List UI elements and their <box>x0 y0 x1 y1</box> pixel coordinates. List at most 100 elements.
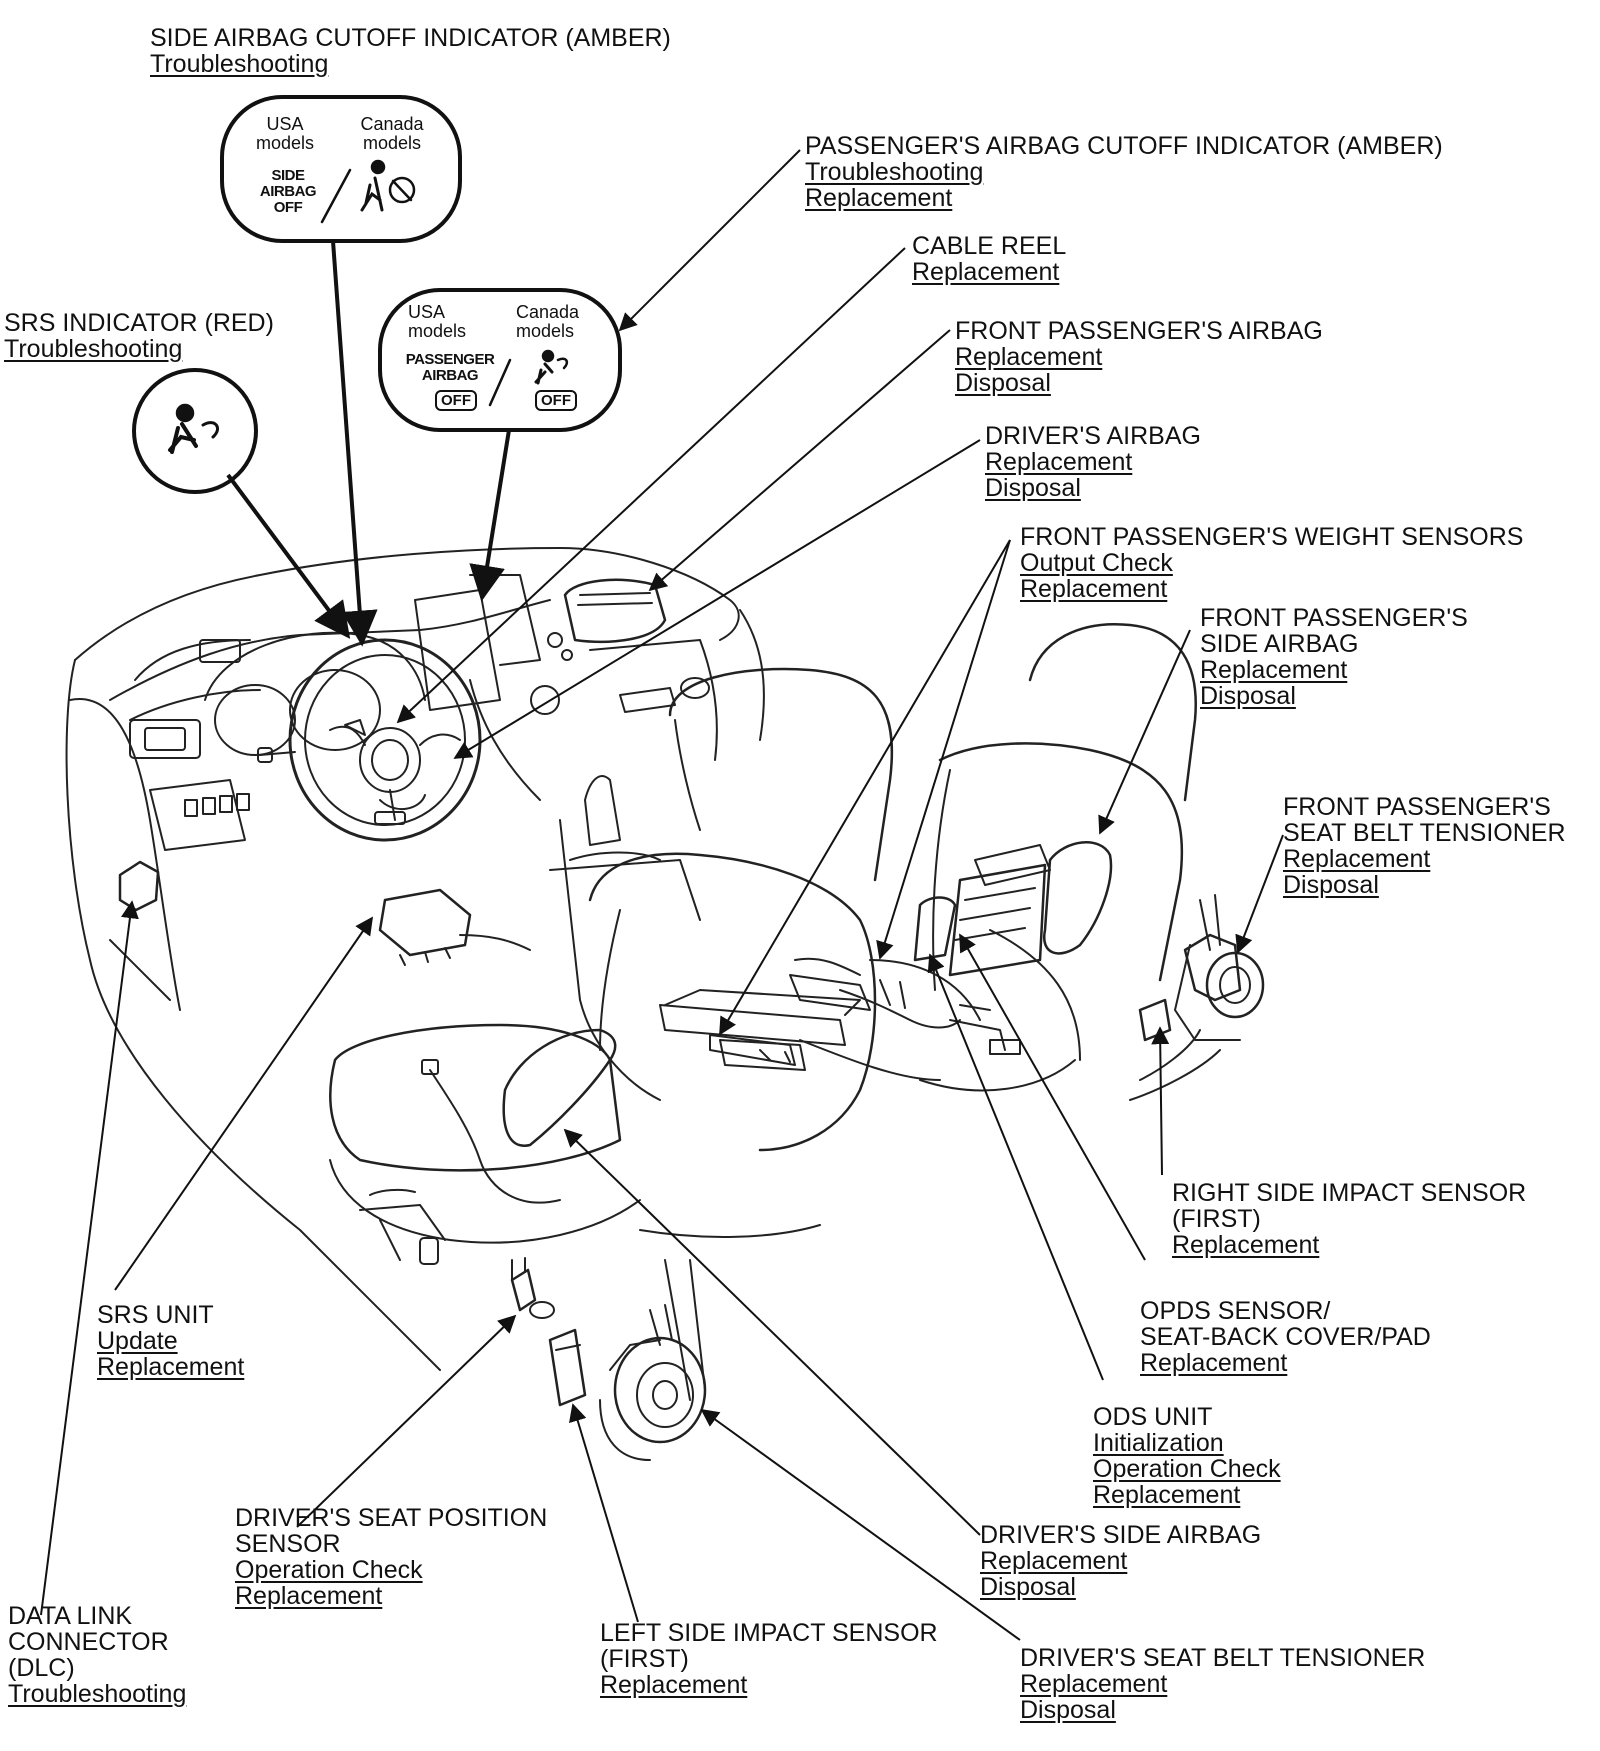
leader-drivers-tensioner <box>700 1408 1021 1641</box>
right-side-impact-sensor-link[interactable]: Replacement <box>1172 1231 1320 1259</box>
data-link-connector-title: DATA LINK <box>8 1602 133 1630</box>
front-passenger-side-airbag-title: SIDE AIRBAG <box>1200 630 1359 658</box>
side-airbag-canada-heading: Canada models <box>360 114 424 153</box>
front-passenger-seat-belt-tensioner-title: FRONT PASSENGER'S <box>1283 793 1551 821</box>
drivers-seat-position-sensor-link[interactable]: Replacement <box>235 1582 383 1610</box>
leader-lines <box>40 149 1284 1641</box>
data-link-connector-title: (DLC) <box>8 1654 75 1682</box>
front-passenger-weight-sensors-title: FRONT PASSENGER'S WEIGHT SENSORS <box>1020 523 1524 551</box>
front-passenger-airbag-link[interactable]: Disposal <box>955 369 1051 397</box>
passenger-airbag-usa-heading: USA models <box>408 302 467 341</box>
side-airbag-cutoff-indicator-link[interactable]: Troubleshooting <box>150 50 329 78</box>
right-side-impact-sensor-title: (FIRST) <box>1172 1205 1261 1233</box>
front-passenger-weight-sensors-link[interactable]: Output Check <box>1020 549 1173 577</box>
indicator-glyphs <box>168 159 569 454</box>
leader-drivers-airbag <box>453 439 981 759</box>
leader-ods-unit <box>927 953 1104 1381</box>
passenger-airbag-cutoff-indicator-title: PASSENGER'S AIRBAG CUTOFF INDICATOR (AMB… <box>805 132 1443 160</box>
srs-unit-title: SRS UNIT <box>97 1301 214 1329</box>
front-passenger-airbag-title: FRONT PASSENGER'S AIRBAG <box>955 317 1323 345</box>
separator-slash <box>320 168 352 224</box>
drivers-side-airbag-link[interactable]: Replacement <box>980 1547 1128 1575</box>
side-airbag-usa-heading: USA models <box>255 114 315 153</box>
interior-line-art <box>65 547 1265 1461</box>
drivers-seat-position-sensor-title: DRIVER'S SEAT POSITION <box>235 1504 548 1532</box>
front-passenger-seat-belt-tensioner-link[interactable]: Disposal <box>1283 871 1379 899</box>
drivers-airbag-title: DRIVER'S AIRBAG <box>985 422 1201 450</box>
leader-srs-indicator <box>226 473 351 639</box>
front-passenger-side-airbag-link[interactable]: Disposal <box>1200 682 1296 710</box>
leader-front-passenger-airbag <box>648 329 951 592</box>
ods-unit-link[interactable]: Replacement <box>1093 1481 1241 1509</box>
front-passenger-seat-belt-tensioner-title: SEAT BELT TENSIONER <box>1283 819 1566 847</box>
srs-unit-link[interactable]: Update <box>97 1327 178 1355</box>
indicator-callouts <box>132 95 622 494</box>
leader-dlc <box>40 900 139 1616</box>
label-left-side-impact-sensor: LEFT SIDE IMPACT SENSOR(FIRST)Replacemen… <box>600 1620 938 1698</box>
label-side-airbag-cutoff-indicator: SIDE AIRBAG CUTOFF INDICATOR (AMBER)Trou… <box>150 25 671 77</box>
left-side-impact-sensor-title: LEFT SIDE IMPACT SENSOR <box>600 1619 938 1647</box>
ods-unit-link[interactable]: Operation Check <box>1093 1455 1281 1483</box>
leader-cable-reel <box>396 247 906 724</box>
leader-weight-sensor-b <box>876 539 1011 960</box>
drivers-airbag-link[interactable]: Replacement <box>985 448 1133 476</box>
drivers-seat-position-sensor-link[interactable]: Operation Check <box>235 1556 423 1584</box>
cable-reel-link[interactable]: Replacement <box>912 258 1060 286</box>
leader-seat-position-sensor <box>296 1314 517 1528</box>
side-airbag-off-text: SIDE AIRBAG OFF <box>259 167 317 216</box>
ods-unit-link[interactable]: Initialization <box>1093 1429 1224 1457</box>
passenger-airbag-usa-off: OFF <box>426 390 486 411</box>
passenger-airbag-cutoff-indicator-link[interactable]: Replacement <box>805 184 953 212</box>
leader-srs-unit <box>114 916 374 1291</box>
passenger-airbag-canada-off: OFF <box>526 390 586 411</box>
ods-unit-title: ODS UNIT <box>1093 1403 1213 1431</box>
drivers-seat-belt-tensioner-link[interactable]: Replacement <box>1020 1670 1168 1698</box>
leader-front-passenger-side-airbag <box>1098 629 1191 835</box>
left-side-impact-sensor-link[interactable]: Replacement <box>600 1671 748 1699</box>
drivers-seat-belt-tensioner-link[interactable]: Disposal <box>1020 1696 1116 1724</box>
leader-weight-sensor-a <box>719 539 1011 1036</box>
drivers-seat-position-sensor-title: SENSOR <box>235 1530 341 1558</box>
front-passenger-seat-belt-tensioner-link[interactable]: Replacement <box>1283 845 1431 873</box>
drivers-side-airbag-link[interactable]: Disposal <box>980 1573 1076 1601</box>
front-passenger-weight-sensors-link[interactable]: Replacement <box>1020 575 1168 603</box>
label-passenger-airbag-cutoff-indicator: PASSENGER'S AIRBAG CUTOFF INDICATOR (AMB… <box>805 133 1443 211</box>
leader-side-airbag-indicator <box>331 240 378 647</box>
data-link-connector-link[interactable]: Troubleshooting <box>8 1680 187 1708</box>
srs-indicator-link[interactable]: Troubleshooting <box>4 335 183 363</box>
srs-indicator-title: SRS INDICATOR (RED) <box>4 309 274 337</box>
drivers-seat-belt-tensioner-title: DRIVER'S SEAT BELT TENSIONER <box>1020 1644 1426 1672</box>
passenger-airbag-text: PASSENGER AIRBAG <box>405 351 495 384</box>
label-right-side-impact-sensor: RIGHT SIDE IMPACT SENSOR(FIRST)Replaceme… <box>1172 1180 1526 1258</box>
passenger-airbag-cutoff-indicator-link[interactable]: Troubleshooting <box>805 158 984 186</box>
cable-reel-title: CABLE REEL <box>912 232 1067 260</box>
opds-sensor-link[interactable]: Replacement <box>1140 1349 1288 1377</box>
leader-passenger-indicator-label <box>618 149 801 332</box>
seat-occupant-off-icon <box>360 159 416 212</box>
front-passenger-side-airbag-link[interactable]: Replacement <box>1200 656 1348 684</box>
side-airbag-indicator-bubble <box>220 95 462 243</box>
side-airbag-cutoff-indicator-title: SIDE AIRBAG CUTOFF INDICATOR (AMBER) <box>150 24 671 52</box>
front-passenger-side-airbag-title: FRONT PASSENGER'S <box>1200 604 1468 632</box>
opds-sensor-title: SEAT-BACK COVER/PAD <box>1140 1323 1431 1351</box>
leader-front-passenger-tensioner <box>1235 834 1284 954</box>
left-side-impact-sensor-title: (FIRST) <box>600 1645 689 1673</box>
srs-unit-link[interactable]: Replacement <box>97 1353 245 1381</box>
drivers-airbag-link[interactable]: Disposal <box>985 474 1081 502</box>
leader-opds-sensor <box>959 933 1146 1261</box>
front-passenger-airbag-link[interactable]: Replacement <box>955 343 1103 371</box>
separator-slash <box>488 358 512 407</box>
leader-right-side-impact <box>1151 1026 1170 1176</box>
